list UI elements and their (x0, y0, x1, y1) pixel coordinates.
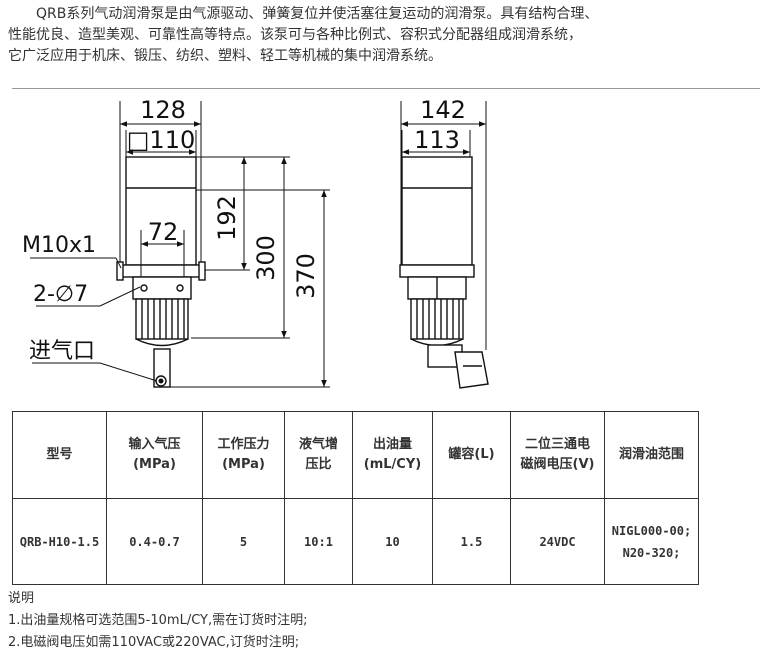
dim-front-width-overall: 128 (140, 96, 186, 124)
table-header-cell: 液气增压比 (284, 411, 353, 499)
note-item-2: 2.电磁阀电压如需110VAC或220VAC,订货时注明; (8, 635, 300, 650)
dim-front-width-square: □110 (127, 126, 195, 154)
table-cell-line: NIGL000-00; (611, 523, 692, 538)
dim-height-370: 370 (292, 253, 320, 299)
notes-title: 说明 (8, 591, 35, 606)
table-header-text: (MPa) (133, 457, 176, 472)
dim-front-width-base: 72 (148, 218, 179, 246)
front-flange (119, 264, 203, 278)
side-solenoid-head (454, 351, 489, 389)
front-cylinder (135, 298, 189, 340)
table-cell: 5 (202, 498, 285, 585)
table-header-text: 工作压力 (217, 437, 270, 452)
table-header-cell: 型号 (12, 411, 107, 499)
intro-paragraph: QRB系列气动润滑泵是由气源驱动、弹簧复位并使活塞往复运动的润滑泵。具有结构合理… (8, 4, 760, 67)
label-air-inlet: 进气口 (29, 339, 95, 364)
table-header-cell: 出油量 (mL/CY) (352, 411, 433, 499)
table-header-text: 输入气压 (128, 437, 181, 452)
label-holes: 2-∅7 (33, 282, 88, 307)
notes-section: 说明 1.出油量规格可选范围5-10mL/CY,需在订货时注明; 2.电磁阀电压… (8, 588, 308, 654)
table-cell: 24VDC (510, 498, 605, 585)
table-cell: 1.5 (432, 498, 511, 585)
front-reservoir (125, 156, 197, 266)
table-header-cell: 输入气压 (MPa) (106, 411, 203, 499)
table-header-text: 压比 (305, 457, 332, 472)
dim-height-192: 192 (213, 195, 241, 241)
table-header-cell: 工作压力 (MPa) (202, 411, 285, 499)
table-header-text: 二位三通电 (524, 437, 590, 452)
table-header-text: 润滑油范围 (618, 447, 684, 462)
intro-line-2: 性能优良、造型美观、可靠性高等特点。该泵可与各种比例式、容积式分配器组成润滑系统… (8, 27, 582, 43)
dim-side-width-body: 113 (414, 126, 460, 154)
dim-height-300: 300 (252, 235, 280, 281)
table-header-cell: 二位三通电磁阀电压(V) (510, 411, 605, 499)
table-header-cell: 润滑油范围 (604, 411, 699, 499)
front-view (116, 156, 206, 388)
table-header-text: 型号 (46, 447, 73, 462)
dim-side-width-overall: 142 (420, 96, 466, 124)
pump-dimension-drawing: 128 □110 72 192 300 370 M10x1 2-∅7 进气口 1… (22, 96, 489, 389)
side-flange (399, 264, 475, 278)
table-header-text: 罐容(L) (448, 447, 495, 462)
note-item-1: 1.出油量规格可选范围5-10mL/CY,需在订货时注明; (8, 613, 308, 628)
table-cell: NIGL000-00; N20-320; (604, 498, 699, 585)
table-header-cell: 罐容(L) (432, 411, 511, 499)
table-header-text: (MPa) (222, 457, 265, 472)
label-thread: M10x1 (22, 233, 96, 258)
table-cell: 10 (352, 498, 433, 585)
side-cylinder (410, 298, 464, 340)
table-header-text: 磁阀电压(V) (520, 457, 595, 472)
spec-table-header-row: 型号 输入气压 (MPa) 工作压力 (MPa) 液气增压比 出油量 (mL/CY) 罐容(L)… (12, 411, 699, 499)
table-header-text: 液气增 (298, 437, 338, 452)
section-divider (12, 88, 760, 89)
table-cell-line: N20-320; (622, 545, 681, 560)
table-header-text: (mL/CY) (363, 457, 422, 472)
side-view (399, 156, 489, 389)
table-cell: QRB-H10-1.5 (12, 498, 107, 585)
intro-line-1: QRB系列气动润滑泵是由气源驱动、弹簧复位并使活塞往复运动的润滑泵。具有结构合理… (36, 6, 599, 22)
side-reservoir (401, 156, 473, 266)
intro-line-3: 它广泛应用于机床、锻压、纺织、塑料、轻工等机械的集中润滑系统。 (8, 48, 442, 64)
table-cell: 10:1 (284, 498, 353, 585)
spec-table: 型号 输入气压 (MPa) 工作压力 (MPa) 液气增压比 出油量 (mL/CY) 罐容(L)… (12, 411, 699, 585)
table-header-text: 出油量 (372, 437, 412, 452)
table-cell: 0.4-0.7 (106, 498, 203, 585)
